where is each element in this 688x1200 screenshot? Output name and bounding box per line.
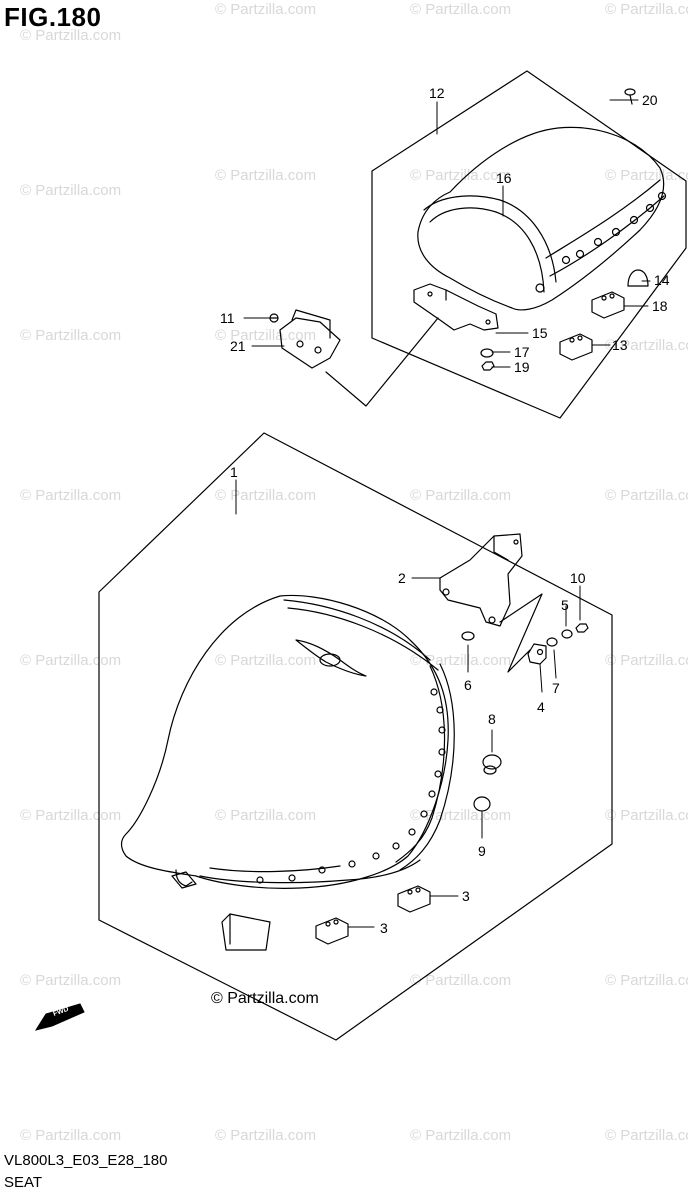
callout-11: 11 bbox=[220, 310, 235, 326]
callout-2: 2 bbox=[398, 570, 406, 586]
washer-17 bbox=[480, 348, 494, 358]
callout-13: 13 bbox=[612, 337, 628, 353]
watermark: © Partzilla.com bbox=[20, 27, 121, 44]
watermark: © Partzilla.com bbox=[20, 327, 121, 344]
watermark: © Partzilla.com bbox=[215, 487, 316, 504]
watermark: © Partzilla.com bbox=[215, 1127, 316, 1144]
rubber-damper-3a bbox=[397, 885, 431, 913]
callout-3: 3 bbox=[380, 920, 388, 936]
watermark: © Partzilla.com bbox=[605, 337, 688, 354]
callout-3: 3 bbox=[462, 888, 470, 904]
callout-12: 12 bbox=[429, 85, 445, 101]
callout-14: 14 bbox=[654, 272, 670, 288]
watermark: © Partzilla.com bbox=[20, 1127, 121, 1144]
washer-6 bbox=[461, 631, 475, 641]
passenger-seat bbox=[417, 126, 667, 311]
watermark: © Partzilla.com bbox=[410, 652, 511, 669]
callout-19: 19 bbox=[514, 359, 530, 375]
rider-seat bbox=[120, 594, 455, 889]
callout-7: 7 bbox=[552, 680, 560, 696]
watermark: © Partzilla.com bbox=[20, 182, 121, 199]
callout-10: 10 bbox=[570, 570, 586, 586]
rider-seat-group-outline bbox=[98, 432, 613, 1041]
watermark: © Partzilla.com bbox=[605, 807, 688, 824]
cushion-9 bbox=[473, 796, 491, 812]
cushion-14 bbox=[627, 269, 649, 287]
watermark: © Partzilla.com bbox=[605, 167, 688, 184]
callout-1: 1 bbox=[230, 464, 238, 480]
watermark: © Partzilla.com bbox=[410, 167, 511, 184]
callout-4: 4 bbox=[537, 699, 545, 715]
watermark-layer: © Partzilla.com © Partzilla.com © Partzi… bbox=[20, 1, 688, 1144]
watermark: © Partzilla.com bbox=[605, 1127, 688, 1144]
watermark: © Partzilla.com bbox=[20, 487, 121, 504]
rubber-damper-18 bbox=[591, 291, 625, 319]
partzilla-brand-mark: © Partzilla.com bbox=[211, 990, 319, 1007]
watermark: © Partzilla.com bbox=[215, 807, 316, 824]
callout-6: 6 bbox=[464, 677, 472, 693]
watermark: © Partzilla.com bbox=[605, 652, 688, 669]
nut-10 bbox=[575, 623, 589, 633]
callout-15: 15 bbox=[532, 325, 548, 341]
bracket-4 bbox=[527, 643, 547, 665]
figure-name: SEAT bbox=[4, 1174, 43, 1191]
callout-18: 18 bbox=[652, 298, 668, 314]
watermark: © Partzilla.com bbox=[410, 807, 511, 824]
watermark: © Partzilla.com bbox=[410, 972, 511, 989]
watermark: © Partzilla.com bbox=[215, 327, 316, 344]
watermark: © Partzilla.com bbox=[20, 807, 121, 824]
screw-20 bbox=[624, 88, 636, 105]
watermark: © Partzilla.com bbox=[605, 487, 688, 504]
callout-8: 8 bbox=[488, 711, 496, 727]
watermark: © Partzilla.com bbox=[215, 1, 316, 18]
callout-leaders bbox=[235, 99, 651, 928]
bracket-21 bbox=[279, 309, 341, 369]
watermark: © Partzilla.com bbox=[20, 652, 121, 669]
tool-kit-box bbox=[221, 913, 271, 951]
figure-code: VL800L3_E03_E28_180 bbox=[4, 1152, 168, 1169]
watermark: © Partzilla.com bbox=[605, 1, 688, 18]
callout-20: 20 bbox=[642, 92, 658, 108]
collar-7 bbox=[546, 637, 558, 647]
watermark: © Partzilla.com bbox=[410, 1, 511, 18]
washer-5 bbox=[561, 629, 573, 639]
watermark: © Partzilla.com bbox=[215, 652, 316, 669]
callout-21: 21 bbox=[230, 338, 246, 354]
nut-19 bbox=[481, 361, 495, 371]
callout-labels: 1 2 3 3 4 5 6 7 8 9 10 11 12 13 14 15 16… bbox=[220, 85, 670, 936]
callout-9: 9 bbox=[478, 843, 486, 859]
seat-bracket-2 bbox=[439, 533, 523, 627]
rubber-damper-3b bbox=[315, 917, 349, 945]
rubber-damper-13 bbox=[559, 333, 593, 361]
callout-16: 16 bbox=[496, 170, 512, 186]
callout-17: 17 bbox=[514, 344, 530, 360]
bolt-11 bbox=[269, 313, 279, 323]
watermark: © Partzilla.com bbox=[215, 167, 316, 184]
watermark: © Partzilla.com bbox=[410, 1127, 511, 1144]
fwd-arrow-icon: FWD bbox=[34, 1003, 85, 1031]
passenger-seat-group-outline bbox=[371, 70, 687, 419]
cushion-8 bbox=[482, 754, 502, 775]
watermark: © Partzilla.com bbox=[20, 972, 121, 989]
watermark: © Partzilla.com bbox=[410, 487, 511, 504]
callout-5: 5 bbox=[561, 597, 569, 613]
leader-line bbox=[325, 317, 439, 407]
passenger-seat-bracket bbox=[413, 283, 499, 331]
watermark: © Partzilla.com bbox=[605, 972, 688, 989]
figure-title: FIG.180 bbox=[4, 2, 102, 32]
leader-line bbox=[499, 593, 543, 673]
